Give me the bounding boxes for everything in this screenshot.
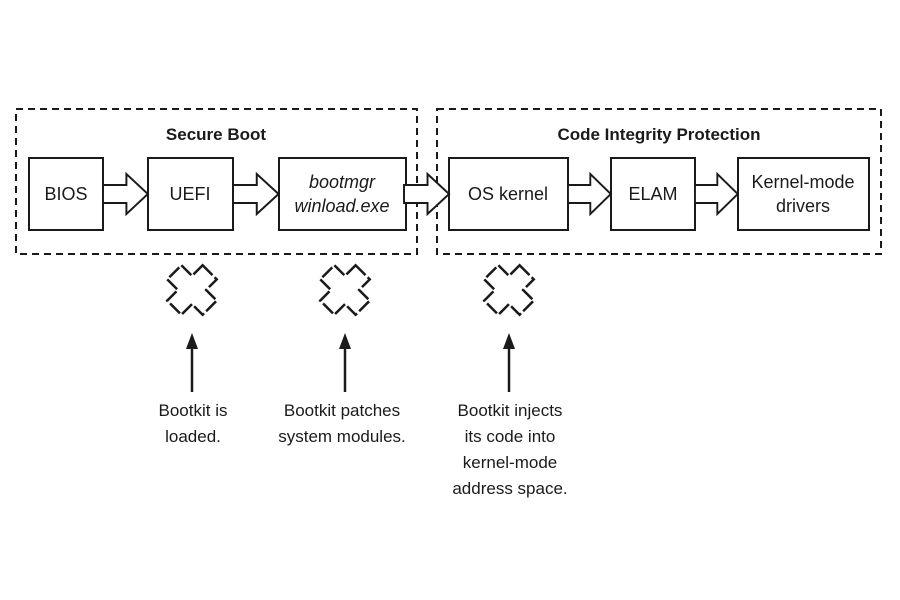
note-bootkit-injects-2: its code into [465, 427, 556, 446]
secure-boot-group: Secure Boot [15, 108, 418, 255]
uefi-label: UEFI [169, 184, 210, 204]
annotation-bootkit-injects: Bootkit injects its code into kernel-mod… [452, 253, 568, 498]
note-bootkit-loaded-1: Bootkit is [159, 401, 228, 420]
note-bootkit-injects-1: Bootkit injects [458, 401, 563, 420]
bootmgr-label: bootmgr [309, 172, 376, 192]
pointer-arrow-head [339, 333, 351, 349]
kernel-drivers-label-2: drivers [776, 196, 830, 216]
annotation-bootkit-patches: Bootkit patches system modules. [278, 253, 406, 446]
arrow-bios-to-uefi [102, 173, 149, 215]
annotation-bootkit-loaded: Bootkit is loaded. [155, 253, 229, 446]
note-bootkit-patches-2: system modules. [278, 427, 406, 446]
note-bootkit-patches-1: Bootkit patches [284, 401, 400, 420]
pointer-arrow-head [503, 333, 515, 349]
kernel-drivers-box: Kernel-mode drivers [737, 157, 870, 231]
kernel-drivers-label-1: Kernel-mode [751, 172, 854, 192]
code-integrity-title: Code Integrity Protection [557, 125, 760, 144]
uefi-box: UEFI [147, 157, 234, 231]
broken-cross-icon [308, 253, 382, 327]
broken-cross-icon [155, 253, 229, 327]
winload-label: winload.exe [294, 196, 389, 216]
broken-cross-icon [472, 253, 546, 327]
bootmgr-box: bootmgr winload.exe [278, 157, 407, 231]
arrow-elam-to-drivers [694, 173, 739, 215]
note-bootkit-injects-3: kernel-mode [463, 453, 558, 472]
arrow-uefi-to-bootmgr [232, 173, 280, 215]
note-bootkit-injects-4: address space. [452, 479, 567, 498]
elam-label: ELAM [628, 184, 677, 204]
arrow-kernel-to-elam [567, 173, 612, 215]
os-kernel-box: OS kernel [448, 157, 569, 231]
secure-boot-title: Secure Boot [166, 125, 266, 144]
secure-boot-border [15, 108, 418, 255]
bios-box: BIOS [28, 157, 104, 231]
elam-box: ELAM [610, 157, 696, 231]
pointer-arrow-head [186, 333, 198, 349]
bios-label: BIOS [44, 184, 87, 204]
arrow-bootmgr-to-kernel [403, 173, 451, 215]
note-bootkit-loaded-2: loaded. [165, 427, 221, 446]
os-kernel-label: OS kernel [468, 184, 548, 204]
